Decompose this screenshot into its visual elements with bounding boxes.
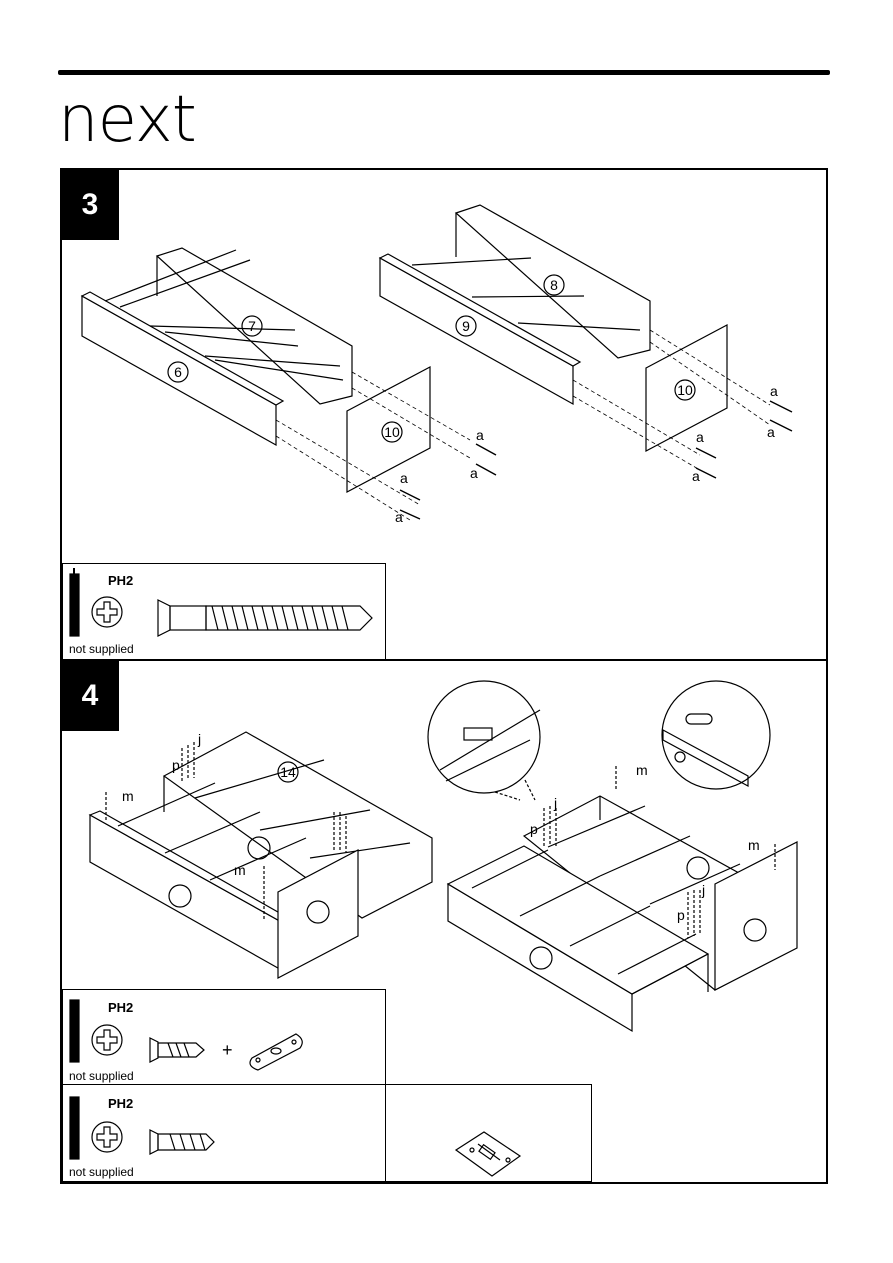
- part-label-8: 8: [550, 277, 558, 293]
- step-4-badge: 4: [61, 661, 119, 731]
- not-supplied-label: not supplied: [69, 1165, 134, 1179]
- short-screw-icon: [149, 1037, 205, 1063]
- long-screw-icon: [157, 599, 373, 637]
- part-circle-blank: [686, 856, 710, 880]
- step-3-right-carcass: [378, 204, 651, 406]
- part-label-7: 7: [248, 318, 256, 334]
- top-rule: [58, 70, 830, 75]
- hardware-label-m: m: [636, 762, 648, 778]
- screwdriver-icon: [69, 1096, 80, 1160]
- hardware-label-a: a: [692, 468, 700, 484]
- hinge-detail-magnifier: [427, 680, 541, 794]
- step-3-badge: 3: [61, 170, 119, 240]
- part-circle-blank: [306, 900, 330, 924]
- phillips-head-icon: [91, 1024, 123, 1056]
- phillips-head-icon: [91, 1121, 123, 1153]
- brand-logo: next: [58, 83, 197, 157]
- hardware-label-p: p: [530, 821, 538, 837]
- not-supplied-label: not supplied: [69, 1069, 134, 1083]
- hardware-label-a: a: [476, 427, 484, 443]
- step-4-left-carcass: [88, 731, 433, 974]
- step-4-drawer: [446, 845, 710, 1033]
- hardware-label-a: a: [770, 383, 778, 399]
- step-3-tool-box: [62, 563, 386, 660]
- hardware-label-a: a: [470, 465, 478, 481]
- step-4-left-side-panel: [277, 849, 359, 979]
- screw-guides: [105, 742, 776, 938]
- part-circle-blank: [168, 884, 192, 908]
- not-supplied-label: not supplied: [69, 642, 134, 656]
- ph2-label: PH2: [108, 1000, 134, 1015]
- screwdriver-icon: [69, 568, 80, 637]
- part-label-6: 6: [174, 364, 182, 380]
- part-circle-10: [381, 421, 403, 443]
- hardware-label-a: a: [395, 509, 403, 525]
- hinge-box: [385, 1084, 592, 1182]
- part-circle-8: [543, 274, 565, 296]
- hardware-label-j: j: [701, 882, 705, 898]
- part-circle-9: [455, 315, 477, 337]
- part-circle-10: [674, 379, 696, 401]
- step-4-right-side-panel: [714, 841, 798, 991]
- hardware-label-a: a: [400, 470, 408, 486]
- part-label-14: 14: [280, 764, 296, 780]
- short-screw-icon: [149, 1129, 215, 1155]
- hardware-label-p: p: [677, 907, 685, 923]
- connector-plate-icon: [249, 1033, 303, 1071]
- part-circle-blank: [247, 836, 271, 860]
- hardware-label-a: a: [696, 429, 704, 445]
- hardware-label-j: j: [197, 731, 201, 747]
- ph2-label: PH2: [108, 573, 134, 588]
- step-divider: [60, 659, 828, 661]
- plus-sign: +: [222, 1040, 233, 1060]
- side-panel-10-left: [346, 366, 431, 493]
- hardware-label-m: m: [748, 837, 760, 853]
- part-label-9: 9: [462, 318, 470, 334]
- part-circle-7: [241, 315, 263, 337]
- part-circle-14: [277, 761, 299, 783]
- hardware-label-m: m: [234, 862, 246, 878]
- phillips-head-icon: [91, 596, 123, 628]
- hinge-icon: [454, 1131, 522, 1177]
- plate-detail-magnifier: [661, 680, 771, 790]
- part-label-10: 10: [677, 382, 693, 398]
- ph2-label: PH2: [108, 1096, 134, 1111]
- hardware-label-p: p: [172, 757, 180, 773]
- screws-a: [399, 400, 793, 520]
- alignment-lines: [275, 329, 771, 521]
- part-circle-blank: [529, 946, 553, 970]
- part-circle-blank: [743, 918, 767, 942]
- screwdriver-icon: [69, 999, 80, 1063]
- hardware-label-m: m: [122, 788, 134, 804]
- hardware-label-a: a: [767, 424, 775, 440]
- hardware-label-j: j: [553, 795, 557, 811]
- part-label-10: 10: [384, 424, 400, 440]
- part-circle-6: [167, 361, 189, 383]
- step-3-left-carcass: [80, 247, 353, 447]
